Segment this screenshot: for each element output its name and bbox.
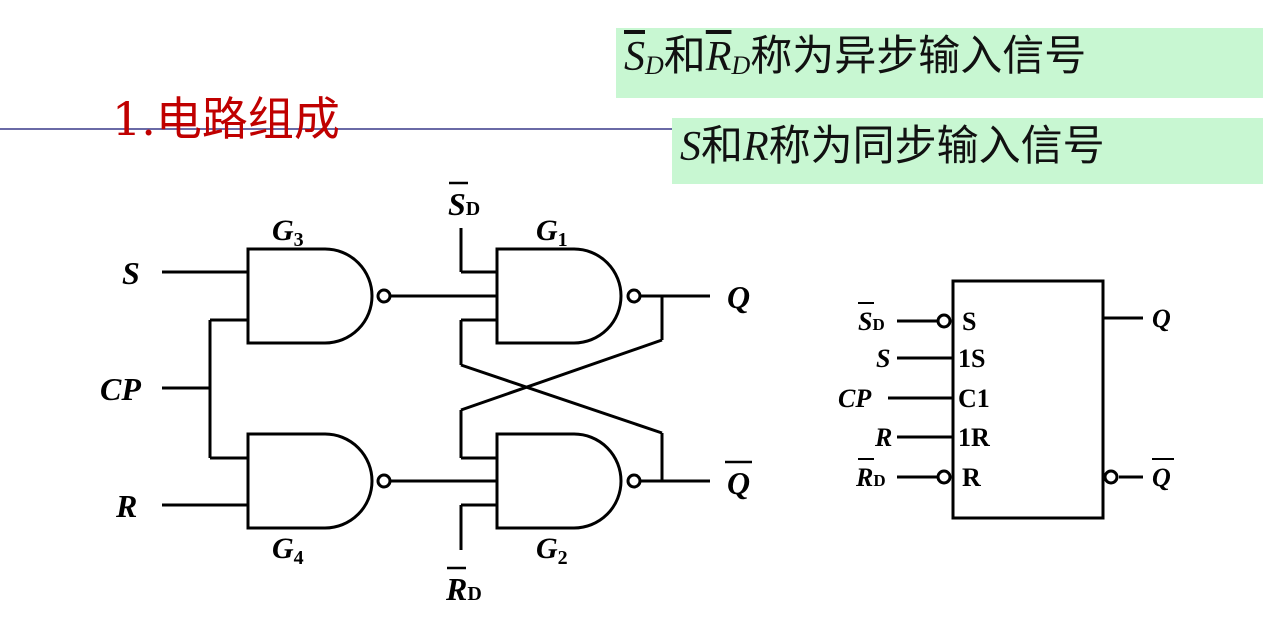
- gate-label-g2: G2: [536, 532, 568, 569]
- symbol-pin-r: R: [962, 463, 981, 492]
- overbars-circuit: [447, 181, 752, 570]
- symbol-s-label: S: [876, 344, 890, 373]
- input-r-label: R: [115, 488, 137, 524]
- nand-gate-g3: [246, 247, 374, 345]
- symbol-pin-1s: 1S: [958, 344, 985, 373]
- g4-inverter-bubble: [376, 473, 392, 489]
- symbol-qbar-label: Q: [1152, 463, 1171, 492]
- gate-label-g3: G3: [272, 214, 304, 251]
- symbol-pin-c1: C1: [958, 384, 990, 413]
- title-rule: [0, 128, 1263, 130]
- symbol-lines: [888, 279, 1143, 520]
- note-sync-rest: 称为同步输入信号: [768, 121, 1105, 170]
- note-s-letter: S: [680, 124, 701, 170]
- output-qbar-label: Q: [727, 465, 750, 501]
- note-rd-letter: R: [705, 34, 732, 80]
- symbol-pin-1r: 1R: [958, 423, 990, 452]
- output-q-label: Q: [727, 279, 750, 315]
- symbol-sd-label: SD: [858, 307, 885, 336]
- input-rd-label: RD: [445, 571, 482, 607]
- symbol-pin-s: S: [962, 307, 976, 336]
- note-async-rest: 称为异步输入信号: [750, 31, 1087, 80]
- circuit-wires: [162, 228, 710, 550]
- flipflop-symbol-box: [951, 279, 1105, 520]
- symbol-rd-label: RD: [855, 463, 886, 492]
- nand-gate-g1: [495, 247, 623, 345]
- overbars-symbol: [858, 302, 1174, 460]
- input-cp-label: CP: [100, 371, 141, 407]
- note-he: 和: [663, 31, 706, 80]
- gate-label-g1: G1: [536, 214, 568, 251]
- input-sd-label: SD: [448, 186, 480, 222]
- input-s-label: S: [122, 255, 140, 291]
- section-title: 1.电路组成: [112, 92, 340, 146]
- symbol-q-label: Q: [1152, 304, 1171, 333]
- g3-inverter-bubble: [376, 288, 392, 304]
- symbol-r-label: R: [874, 423, 892, 452]
- g1-inverter-bubble: [626, 288, 642, 304]
- nand-gate-g2: [495, 432, 623, 530]
- async-input-note: SD和RD称为异步输入信号: [616, 28, 1263, 98]
- note-rd-sub: D: [731, 51, 751, 80]
- note-r-letter: R: [743, 124, 769, 170]
- nand-gate-g4: [246, 432, 374, 530]
- note-sync-he: 和: [701, 121, 744, 170]
- sync-input-note: S和R称为同步输入信号: [672, 118, 1263, 184]
- symbol-cp-label: CP: [838, 384, 872, 413]
- note-sd-sub: D: [645, 51, 664, 80]
- note-sd-letter: S: [624, 34, 645, 80]
- gate-label-g4: G4: [272, 532, 304, 569]
- g2-inverter-bubble: [626, 473, 642, 489]
